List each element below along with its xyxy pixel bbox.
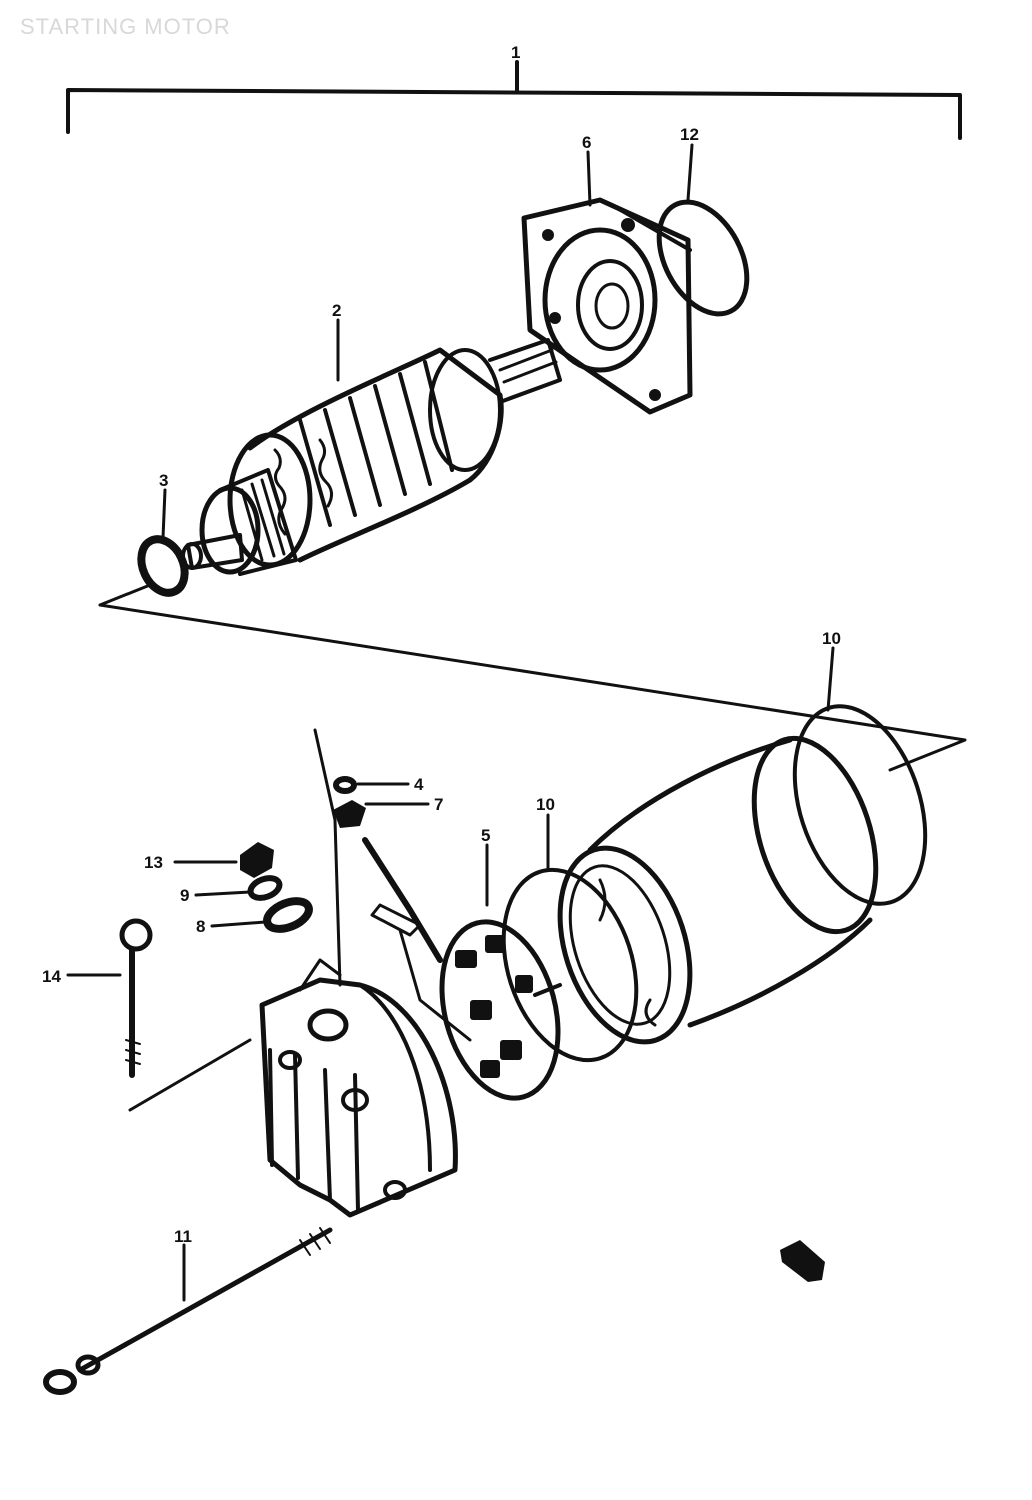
front-housing — [521, 197, 693, 415]
insulator — [263, 897, 313, 933]
callout-5: 5 — [481, 826, 490, 845]
o-ring-yoke-rear — [501, 867, 639, 1063]
through-bolt — [43, 1227, 333, 1395]
callout-2: 2 — [332, 301, 341, 320]
arrow-front-icon — [780, 1240, 825, 1282]
callout-10-top: 10 — [822, 629, 841, 648]
o-ring-small — [333, 776, 357, 794]
callout-7: 7 — [434, 795, 443, 814]
callout-12: 12 — [680, 125, 699, 144]
callout-14: 14 — [42, 967, 61, 986]
terminal-plate — [333, 800, 366, 828]
terminal-lead — [362, 837, 472, 1042]
callouts: 1 2 3 6 12 10 4 7 10 5 13 9 8 14 11 — [42, 43, 841, 1246]
leader-lines — [66, 143, 835, 1302]
reference-lines — [98, 583, 967, 1112]
assembly-bracket — [66, 60, 962, 140]
callout-13: 13 — [144, 853, 163, 872]
rear-cover — [259, 958, 458, 1218]
callout-10-middle: 10 — [536, 795, 555, 814]
mounting-bolt — [119, 918, 153, 1078]
armature — [181, 338, 562, 576]
callout-11: 11 — [174, 1227, 192, 1246]
yoke — [557, 735, 879, 1045]
callout-4: 4 — [414, 775, 424, 794]
terminal-nut — [240, 842, 274, 878]
o-ring-rear — [656, 199, 750, 317]
callout-8: 8 — [196, 917, 205, 936]
callout-9: 9 — [180, 886, 189, 905]
washer — [247, 875, 283, 901]
callout-3: 3 — [159, 471, 168, 490]
callout-1: 1 — [511, 43, 520, 62]
thrust-washer — [137, 535, 189, 597]
callout-6: 6 — [582, 133, 591, 152]
diagram-title: STARTING MOTOR — [20, 14, 231, 39]
brush-holder — [439, 919, 562, 1101]
